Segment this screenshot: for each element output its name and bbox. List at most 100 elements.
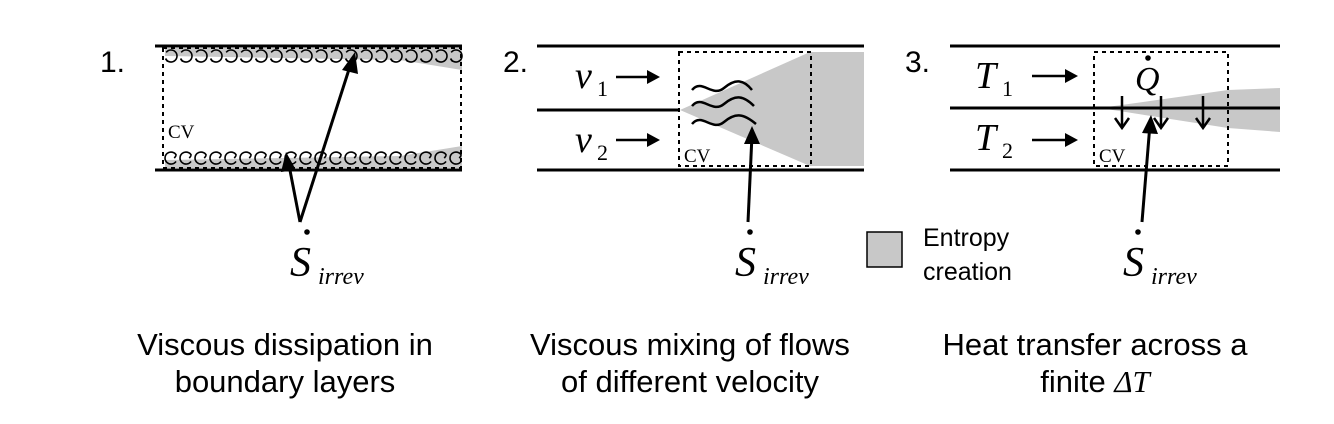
panel-2-wave-1 xyxy=(691,80,753,93)
vortex-icon xyxy=(434,49,448,63)
vortex-icon xyxy=(389,151,403,165)
vortex-icon xyxy=(299,49,313,63)
vortex-icon xyxy=(449,151,463,165)
panel-3-caption: Heat transfer across a finite ΔT xyxy=(910,326,1280,400)
panel-1-caption-line1: Viscous dissipation in xyxy=(137,327,433,362)
vortex-tail xyxy=(269,58,274,63)
vortex-tail xyxy=(284,58,289,63)
panel-3-caption-line1: Heat transfer across a xyxy=(942,327,1248,362)
panel-2-caption-line1: Viscous mixing of flows xyxy=(530,327,850,362)
vortex-tail xyxy=(203,154,207,159)
panel-2-arrow xyxy=(746,134,754,223)
vortex-tail xyxy=(179,58,184,63)
panel-2-number: 2. xyxy=(503,46,528,79)
vortex-icon xyxy=(404,49,418,63)
vortex-tail xyxy=(218,154,222,159)
vortex-icon xyxy=(329,49,343,63)
panel-1-control-volume xyxy=(162,47,462,169)
panel-1-symbol-main: S xyxy=(290,240,311,286)
vortex-icon xyxy=(404,151,418,165)
vortex-tail xyxy=(359,58,364,63)
vortex-icon xyxy=(239,151,253,165)
vortex-tail xyxy=(398,154,402,159)
panel-2-wave-3 xyxy=(691,114,757,127)
vortex-icon xyxy=(314,49,328,63)
vortex-icon xyxy=(239,49,253,63)
vortex-icon xyxy=(329,151,343,165)
panel-3-heat-label: Q xyxy=(1135,61,1160,98)
vortex-tail xyxy=(434,58,439,63)
vortex-tail xyxy=(278,154,282,159)
legend-swatch xyxy=(866,231,903,268)
vortex-tail xyxy=(443,154,447,159)
vortex-icon xyxy=(284,49,298,63)
panel-3-inflow-2-arrowhead xyxy=(1065,133,1078,147)
panel-3-caption-line2-text: finite xyxy=(1040,364,1106,399)
panel-2-inflow-1-sub: 1 xyxy=(597,76,608,101)
panel-1-top-boundary-layer xyxy=(165,48,462,70)
panel-1-bottom-boundary-layer xyxy=(165,146,462,168)
panel-3-cv-label: CV xyxy=(1099,146,1126,167)
vortex-tail xyxy=(263,154,267,159)
panel-2-symbol-main: S xyxy=(735,240,756,286)
vortex-icon xyxy=(194,49,208,63)
panel-3-sdot xyxy=(1135,229,1141,235)
panel-1-arrowhead-top xyxy=(342,52,358,74)
panel-3-inflow-1-sub: 1 xyxy=(1002,76,1013,101)
vortex-icon xyxy=(389,49,403,63)
panel-2-caption: Viscous mixing of flows of different vel… xyxy=(505,326,875,400)
vortex-tail xyxy=(188,154,192,159)
vortex-icon xyxy=(359,151,373,165)
panel-1-caption-line2: boundary layers xyxy=(174,364,396,399)
panel-1-sdot xyxy=(304,229,310,235)
vortex-icon xyxy=(164,49,178,63)
panel-2-inflow-1-main: v xyxy=(575,55,592,97)
vortex-tail xyxy=(248,154,252,159)
legend-label-line1: Entropy xyxy=(923,224,1010,252)
vortex-tail xyxy=(329,58,334,63)
panel-3-inflow-2-main: T xyxy=(975,117,999,159)
vortex-icon xyxy=(164,151,178,165)
vortex-icon xyxy=(254,151,268,165)
vortex-tail xyxy=(323,154,327,159)
vortex-tail xyxy=(353,154,357,159)
vortex-icon xyxy=(374,49,388,63)
vortex-tail xyxy=(194,58,199,63)
vortex-tail xyxy=(233,154,237,159)
panel-2-symbol-sub: irrev xyxy=(763,264,809,290)
panel-3-qdot xyxy=(1145,55,1151,61)
vortex-tail xyxy=(239,58,244,63)
vortex-tail xyxy=(374,58,379,63)
vortex-icon xyxy=(179,151,193,165)
vortex-icon xyxy=(269,49,283,63)
panel-2-inflow-1-arrowhead xyxy=(647,70,660,84)
vortex-icon xyxy=(269,151,283,165)
vortex-tail xyxy=(368,154,372,159)
panel-3: 3. CV Q T 1 T 2 S irr xyxy=(905,44,1280,290)
panel-3-arrow xyxy=(1140,123,1152,223)
panel-3-inflow-2-sub: 2 xyxy=(1002,138,1013,163)
vortex-tail xyxy=(344,58,349,63)
vortex-tail xyxy=(389,58,394,63)
vortex-icon xyxy=(254,49,268,63)
vortex-tail xyxy=(254,58,259,63)
panel-2-mixing-layer xyxy=(680,52,864,166)
panel-3-symbol-main: S xyxy=(1123,240,1144,286)
panel-2-inflow-2-arrowhead xyxy=(647,133,660,147)
panel-2-wave-2 xyxy=(691,96,755,109)
vortex-tail xyxy=(428,154,432,159)
legend-label-line2: creation xyxy=(923,258,1012,286)
panel-1-symbol-sub: irrev xyxy=(318,264,364,290)
panel-3-thermal-layer xyxy=(1100,88,1280,132)
vortex-tail xyxy=(173,154,177,159)
vortex-icon xyxy=(434,151,448,165)
panel-2-caption-line2: of different velocity xyxy=(561,364,819,399)
vortex-icon xyxy=(209,151,223,165)
panel-3-inflow-1-arrowhead xyxy=(1065,69,1078,83)
panel-2-inflow-2-sub: 2 xyxy=(597,140,608,165)
vortex-tail xyxy=(449,58,454,63)
vortex-tail xyxy=(404,58,409,63)
panel-1: 1. CV S irrev xyxy=(100,44,463,290)
vortex-tail xyxy=(413,154,417,159)
panel-3-heat-arrows xyxy=(1113,96,1212,131)
